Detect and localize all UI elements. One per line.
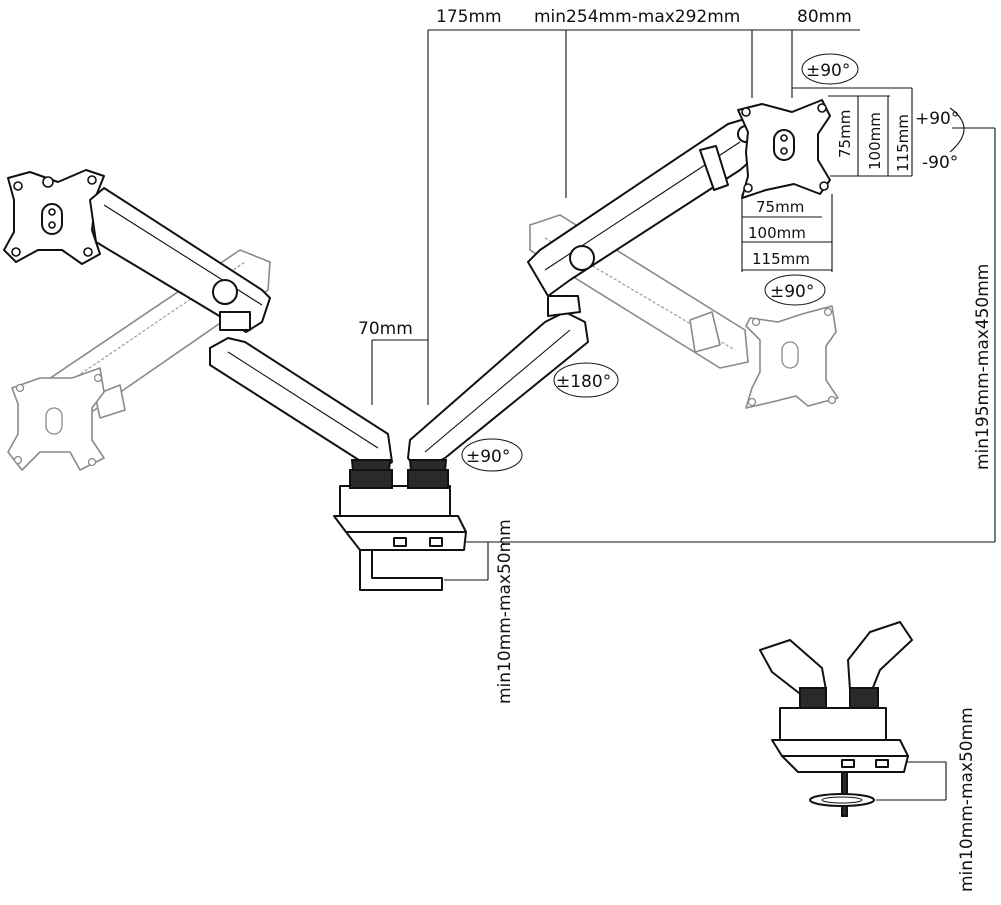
- head-offset-label: 80mm: [797, 7, 852, 27]
- tilt-arc-icon: [949, 107, 965, 153]
- tilt-up-label: +90°: [915, 109, 959, 129]
- arm-swivel-label: ±180°: [556, 372, 611, 392]
- vesa-h-115-label: 115mm: [752, 250, 810, 268]
- tilt-down-label: -90°: [922, 153, 958, 173]
- ghost-right-vesa-plate: [745, 305, 839, 409]
- base-swivel-label: ±90°: [466, 447, 510, 467]
- pole-offset-label: 70mm: [358, 319, 413, 339]
- grommet-range-label: min10mm-max50mm: [957, 707, 977, 892]
- vesa-v-75-label: 75mm: [836, 110, 854, 158]
- vesa-h-100-label: 100mm: [748, 224, 806, 242]
- head-tilt-label: ±90°: [806, 61, 850, 81]
- arm-swivel-bubble: [553, 362, 619, 398]
- left-upper-arm: [89, 187, 271, 333]
- left-vesa-plate: [3, 169, 105, 265]
- top-offset-label: 175mm: [436, 7, 502, 27]
- vesa-v-100-label: 100mm: [866, 112, 884, 170]
- base-swivel-bubble: [461, 438, 523, 472]
- arm-extension-label: min254mm-max292mm: [534, 7, 740, 27]
- left-forearm: [209, 337, 393, 483]
- right-vesa-plate: [737, 99, 831, 199]
- dimension-lines: [371, 29, 996, 801]
- height-range-label: min195mm-max450mm: [973, 264, 993, 470]
- head-swivel-bubble: [764, 274, 826, 306]
- ghost-left-vesa-plate: [7, 367, 105, 471]
- clamp-range-label: min10mm-max50mm: [495, 519, 515, 704]
- head-swivel-label: ±90°: [770, 282, 814, 302]
- vesa-h-75-label: 75mm: [756, 198, 804, 216]
- vesa-v-115-label: 115mm: [894, 114, 912, 172]
- head-tilt-bubble: [801, 53, 859, 85]
- desk-clamp-base: [333, 469, 467, 591]
- grommet-inset: [759, 621, 913, 817]
